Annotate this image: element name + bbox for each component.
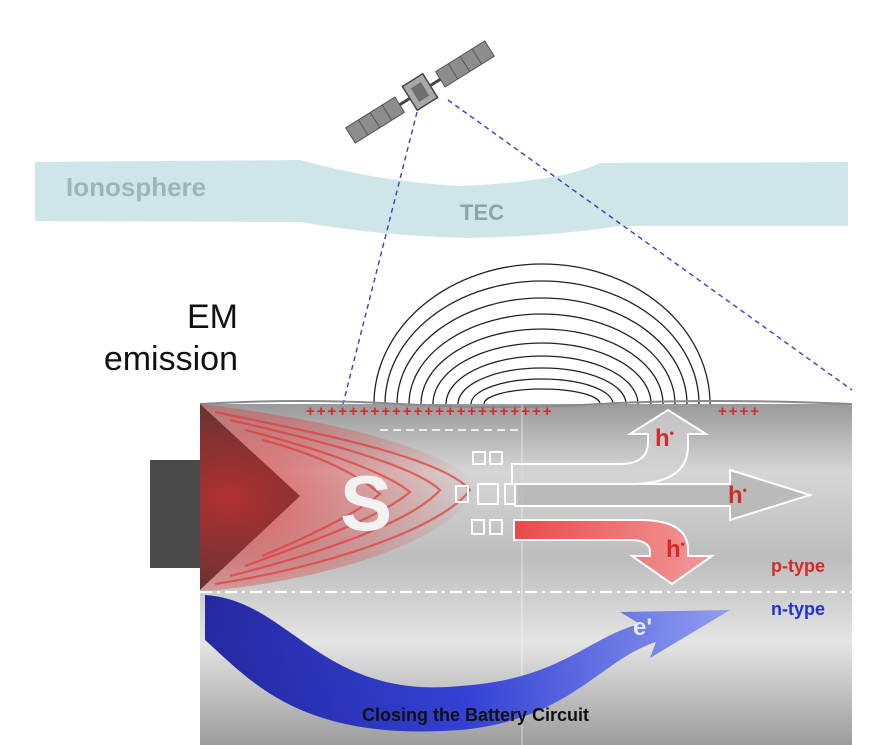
satellite-beam-left [342, 111, 418, 405]
hole-label-top-sup: • [669, 426, 674, 440]
electron-label: e' [633, 614, 653, 641]
ionosphere-label: Ionosphere [66, 172, 207, 202]
em-emission-label: EM emission [70, 296, 238, 380]
hole-arrow-down [513, 519, 716, 586]
hole-label-low-symbol: h [666, 536, 681, 563]
loading-piston [150, 460, 205, 568]
positive-charges-right: ++++ [718, 403, 762, 420]
em-emission-line2: emission [103, 340, 238, 378]
hole-arrow-up [511, 408, 710, 485]
tec-label: TEC [460, 200, 504, 225]
positive-charges-left: +++++++++++++++++++++++ [306, 403, 554, 420]
em-emission-line1: EM [187, 298, 238, 336]
electron-arrow [205, 595, 730, 732]
hole-label-top: h• [655, 425, 674, 453]
hole-label-low: h• [666, 536, 685, 564]
n-type-label: n-type [771, 599, 825, 619]
em-emission-arcs [373, 263, 711, 405]
hole-label-mid-sup: • [742, 483, 747, 497]
stress-s-letter: S [340, 459, 393, 547]
satellite-icon [345, 40, 495, 144]
ionosphere-band [35, 160, 848, 238]
hole-arrow-right [514, 468, 814, 522]
hole-label-top-symbol: h [655, 425, 670, 452]
p-type-label: p-type [771, 556, 825, 576]
rock-surface-edge [199, 400, 853, 408]
battery-circuit-caption: Closing the Battery Circuit [362, 705, 590, 725]
hole-label-mid: h• [728, 482, 747, 510]
stress-field [200, 404, 480, 592]
hole-label-mid-symbol: h [728, 482, 743, 509]
hole-label-low-sup: • [680, 537, 685, 551]
satellite-beam-right [447, 99, 853, 391]
